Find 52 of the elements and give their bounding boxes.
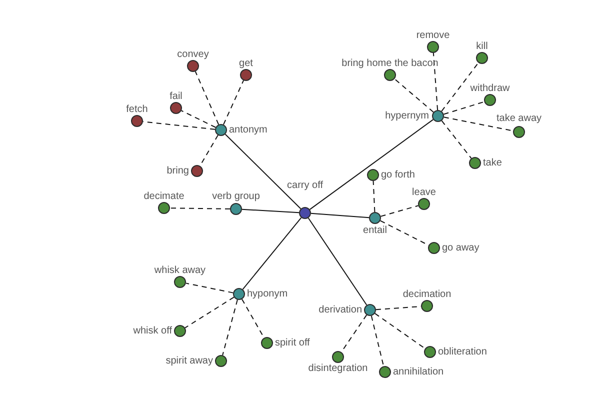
- node-label: go away: [442, 242, 480, 254]
- node-label: decimation: [402, 289, 452, 300]
- node-label: spirit off: [275, 338, 310, 348]
- connector-line: [308, 217, 368, 306]
- node-label: bring: [166, 166, 189, 176]
- node-label: leave: [412, 187, 436, 198]
- connector-line: [394, 78, 434, 113]
- connector-line: [170, 208, 230, 210]
- connector-line: [443, 101, 485, 115]
- connector-line: [441, 62, 479, 112]
- node-label: go forth: [381, 170, 415, 180]
- connector-line: [222, 80, 244, 126]
- node-label: bring home the bacon: [342, 58, 438, 69]
- node-label: verb group: [212, 191, 260, 202]
- node-label: fetch: [126, 104, 148, 115]
- node-label: take: [483, 158, 502, 168]
- connector-line: [224, 134, 302, 210]
- connector-line: [180, 110, 216, 128]
- node-label: withdraw: [470, 83, 510, 94]
- node-label: hyponym: [247, 288, 288, 300]
- node-label: spirit away: [166, 356, 213, 366]
- connector-line: [194, 71, 220, 125]
- connector-line: [185, 282, 234, 294]
- node-label: obliteration: [438, 346, 487, 358]
- connector-line: [242, 208, 300, 214]
- node-label: convey: [177, 49, 209, 60]
- node-label: remove: [416, 30, 450, 41]
- node-label: kill: [476, 41, 488, 52]
- node-label: whisk away: [154, 265, 206, 276]
- node-label: carry off: [287, 180, 323, 191]
- connector-line: [242, 217, 302, 290]
- node-label: whisk off: [133, 326, 172, 336]
- node-label: hypernym: [385, 110, 429, 122]
- connector-line: [374, 312, 426, 350]
- node-label: derivation: [318, 304, 362, 316]
- node-label: decimate: [144, 191, 184, 202]
- node-label: take away: [496, 113, 542, 124]
- connector-line: [432, 52, 438, 111]
- connector-line: [222, 299, 238, 356]
- node-label: entail: [363, 225, 387, 236]
- node-label: fail: [170, 91, 182, 102]
- connector-line: [380, 205, 419, 217]
- node-label: disintegration: [308, 363, 368, 374]
- connector-line: [184, 296, 234, 328]
- connector-line: [370, 315, 384, 367]
- connector-line: [309, 119, 434, 210]
- node-label: annihilation: [393, 366, 444, 378]
- connector-line: [310, 212, 370, 218]
- node-label: get: [239, 58, 253, 69]
- connector-line: [441, 120, 472, 159]
- connector-line: [372, 180, 376, 212]
- node-label: antonym: [229, 124, 268, 136]
